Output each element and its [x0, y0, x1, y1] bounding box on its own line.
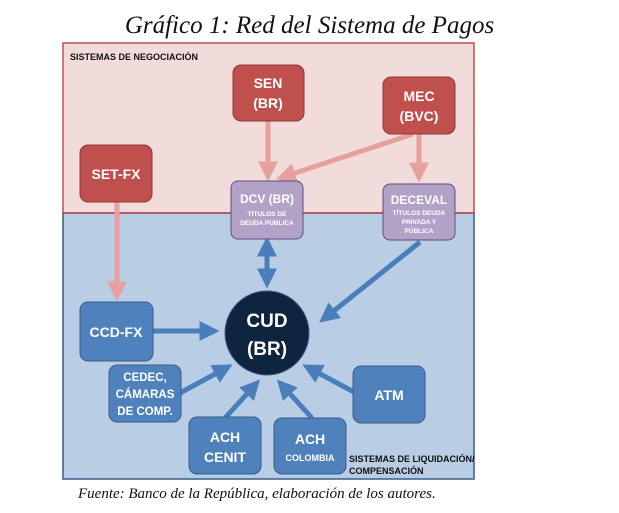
- node-ach-cenit: ACH CENIT: [188, 416, 262, 475]
- svg-text:COLOMBIA: COLOMBIA: [286, 453, 335, 463]
- node-sen: SEN (BR): [232, 64, 305, 122]
- svg-text:SET-FX: SET-FX: [91, 166, 141, 182]
- arrow-achcol-cud: [276, 379, 314, 420]
- svg-text:MEC: MEC: [403, 88, 434, 104]
- figure-title: Gráfico 1: Red del Sistema de Pagos: [124, 12, 495, 39]
- svg-text:CENIT: CENIT: [204, 449, 246, 465]
- region-label-settlement-1: SISTEMAS DE LIQUIDACIÓN/: [349, 453, 475, 464]
- node-atm: ATM: [352, 365, 426, 424]
- svg-text:(BR): (BR): [253, 95, 283, 111]
- svg-text:DEUDA PÚBLICA: DEUDA PÚBLICA: [240, 218, 294, 227]
- svg-text:PÚBLICA: PÚBLICA: [405, 226, 434, 235]
- svg-text:DECEVAL: DECEVAL: [391, 193, 447, 207]
- node-deceval: DECEVAL TÍTULOS DEUDA PRIVADA Y PÚBLICA: [382, 183, 456, 241]
- node-mec: MEC (BVC): [382, 76, 456, 135]
- svg-text:DCV (BR): DCV (BR): [240, 192, 294, 206]
- svg-text:TÍTULOS DEUDA: TÍTULOS DEUDA: [393, 208, 446, 217]
- region-label-settlement-2: COMPENSACIÓN: [349, 465, 424, 476]
- svg-text:ACH: ACH: [210, 429, 240, 445]
- svg-text:TÍTULOS DE: TÍTULOS DE: [248, 209, 287, 218]
- svg-text:(BVC): (BVC): [400, 108, 439, 124]
- svg-text:CÁMARAS: CÁMARAS: [116, 388, 175, 401]
- svg-text:PRIVADA Y: PRIVADA Y: [402, 219, 437, 226]
- svg-text:ACH: ACH: [295, 431, 325, 447]
- arrow-atm-cud: [302, 364, 356, 395]
- region-label-negotiation: SISTEMAS DE NEGOCIACIÓN: [70, 51, 198, 62]
- svg-text:(BR): (BR): [247, 339, 287, 360]
- node-set-fx: SET-FX: [79, 144, 153, 203]
- arrow-deceval-cud: [319, 240, 422, 323]
- node-dcv: DCV (BR) TÍTULOS DE DEUDA PÚBLICA: [230, 180, 304, 240]
- arrow-cedec-cud: [178, 364, 233, 396]
- node-ccd-fx: CCD-FX: [79, 301, 154, 362]
- arrow-mec-dcv: [275, 131, 414, 183]
- svg-text:CUD: CUD: [246, 311, 287, 332]
- svg-text:ATM: ATM: [374, 387, 403, 403]
- figure-caption: Fuente: Banco de la República, elaboraci…: [78, 486, 436, 502]
- svg-text:SEN: SEN: [254, 75, 283, 91]
- node-cedec: CEDEC, CÁMARAS DE COMP.: [108, 364, 182, 423]
- svg-text:CCD-FX: CCD-FX: [90, 324, 144, 340]
- svg-text:CEDEC,: CEDEC,: [123, 372, 166, 384]
- node-ach-colombia: ACH COLOMBIA: [273, 417, 347, 475]
- arrow-achcenit-cud: [223, 379, 261, 420]
- node-cud: CUD (BR): [224, 290, 310, 376]
- svg-text:DE COMP.: DE COMP.: [117, 406, 172, 418]
